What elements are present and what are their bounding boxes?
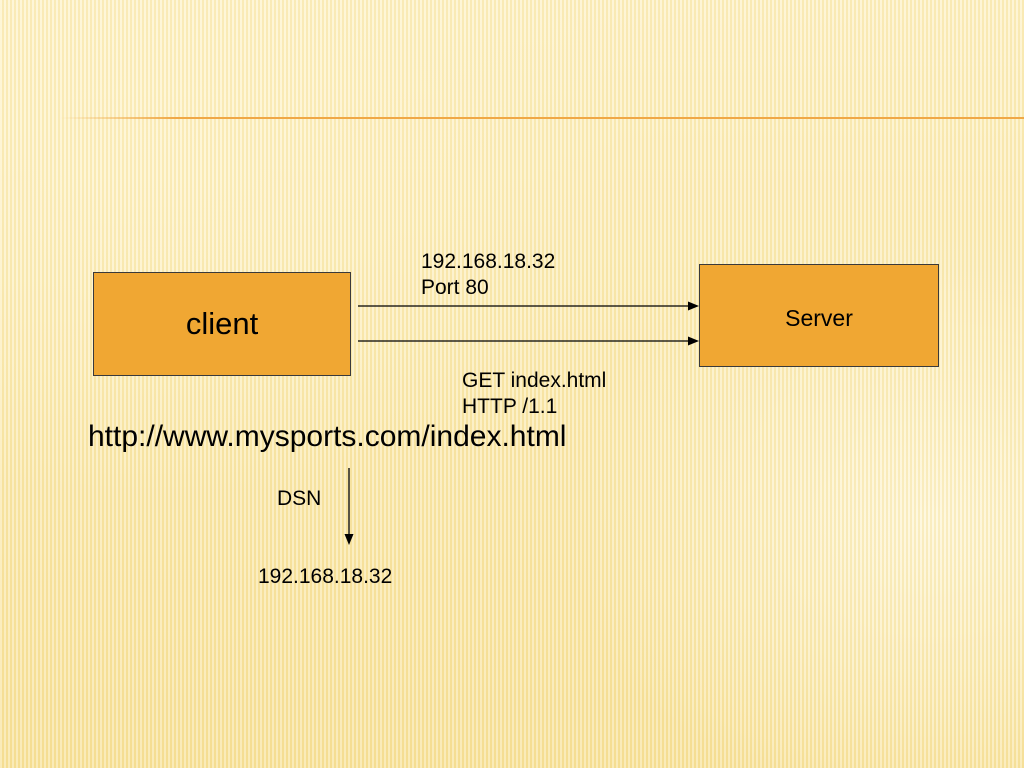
client-label: client (185, 306, 259, 341)
connection-ip: 192.168.18.32 (421, 250, 556, 273)
client-box: client (93, 272, 351, 376)
connection-port: Port 80 (421, 276, 489, 300)
request-label: GET index.html HTTP /1.1 (462, 368, 606, 421)
request-protocol: HTTP /1.1 (462, 395, 558, 419)
resolved-ip: 192.168.18.32 (258, 565, 393, 588)
connection-label: 192.168.18.32 Port 80 (421, 249, 555, 302)
connection-arrow (358, 301, 699, 311)
request-method: GET index.html (462, 369, 607, 392)
server-box: Server (699, 264, 939, 367)
dsn-lookup-arrow (344, 468, 354, 545)
dsn-label: DSN (277, 487, 322, 510)
url-text: http://www.mysports.com/index.html (88, 420, 567, 453)
server-label: Server (785, 305, 853, 331)
request-arrow (358, 336, 699, 346)
title-rule (60, 117, 1024, 119)
